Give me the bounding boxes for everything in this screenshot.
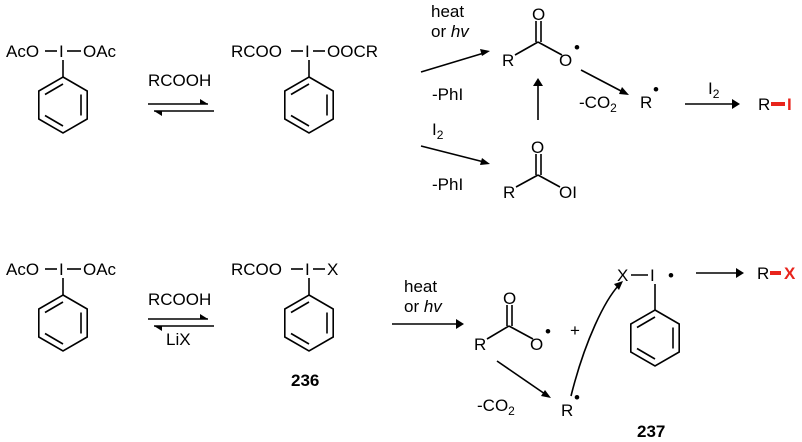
x-label: X [617, 266, 628, 285]
product-x-label: X [784, 264, 796, 283]
phenyl-ring [283, 294, 335, 352]
top-heat-arrow: heat or hv -PhI [420, 2, 490, 104]
r-group-label: R [502, 51, 514, 70]
carboxylate-left-label: RCOO [231, 42, 282, 61]
product-iodine-label: I [787, 95, 792, 114]
radical-dot: • [574, 388, 580, 407]
phenyl-ring [37, 294, 88, 352]
bottom-heat-arrow: heat or hv [392, 277, 464, 329]
top-start-compound: AcO I OAc [6, 42, 117, 134]
heat-label: heat [431, 2, 464, 21]
radical-dot: • [668, 266, 674, 285]
r-group-label: R [503, 183, 515, 202]
radical-dot: • [653, 80, 659, 99]
compound-number-237: 237 [637, 422, 665, 441]
acetoxy-left-label: AcO [6, 260, 39, 279]
radical-oxygen-label: O [559, 51, 572, 70]
bottom-iodanyl-radical-237: X I • 237 [617, 266, 681, 441]
product-r-label: R [758, 95, 770, 114]
iodine-center-label: I [59, 42, 64, 61]
iodine-center-label: I [650, 266, 655, 285]
r-group-label: R [640, 93, 652, 112]
carbonyl-oxygen-label: O [531, 138, 544, 157]
phi-byproduct-label: -PhI [432, 175, 463, 194]
plus-sign: + [570, 321, 580, 340]
decarboxylation-label: -CO2 [579, 93, 617, 115]
top-hypoiodite-arrow: I2 -PhI [420, 120, 490, 194]
carbonyl-oxygen-label: O [503, 289, 516, 308]
carbonyl-oxygen-label: O [532, 5, 545, 24]
r-group-label: R [474, 335, 486, 354]
bottom-intermediate-236: RCOO I X 236 [231, 260, 338, 390]
product-r-label: R [757, 264, 769, 283]
phenyl-ring [283, 76, 335, 134]
phenyl-ring [629, 309, 681, 367]
bottom-curved-arrow [570, 281, 623, 397]
bottom-decarboxylation-arrow: -CO2 [477, 360, 551, 418]
top-product: R I [758, 95, 792, 114]
top-decarboxylation-arrow: -CO2 [579, 69, 629, 115]
iodine-reagent-label: I2 [708, 79, 720, 101]
bottom-alkyl-radical: R • [561, 388, 580, 420]
equilibrium-reagent-bottom-label: LiX [166, 330, 191, 349]
iodine-center-label: I [305, 260, 310, 279]
radical-dot: • [545, 322, 551, 341]
carboxylate-left-label: RCOO [231, 260, 282, 279]
bottom-start-compound: AcO I OAc [6, 260, 117, 352]
equilibrium-reagent-label: RCOOH [148, 71, 211, 90]
bottom-product-arrow [696, 268, 744, 278]
top-iodination-arrow: I2 [685, 79, 740, 109]
phi-byproduct-label: -PhI [432, 85, 463, 104]
top-alkyl-radical: R • [640, 80, 659, 112]
x-label: X [327, 260, 338, 279]
bottom-product: R X [757, 264, 796, 283]
acetoxy-right-label: OAc [83, 260, 117, 279]
acetoxy-right-label: OAc [83, 42, 117, 61]
iodine-condition-label: I2 [432, 120, 444, 142]
compound-number-236: 236 [291, 371, 319, 390]
top-intermediate-compound: RCOO I OOCR [231, 42, 378, 134]
heat-label: heat [404, 277, 437, 296]
r-group-label: R [561, 401, 573, 420]
oi-label: OI [559, 183, 577, 202]
radical-dot: • [574, 38, 580, 57]
top-acyl-hypoiodite: R O OI [503, 138, 577, 202]
or-hv-label: or hv [431, 22, 470, 41]
top-acyloxy-radical: R O O • [502, 5, 580, 70]
iodine-center-label: I [305, 42, 310, 61]
equilibrium-reagent-top-label: RCOOH [148, 290, 211, 309]
decarboxylation-label: -CO2 [477, 396, 515, 418]
phenyl-ring [37, 76, 88, 134]
or-hv-label: or hv [404, 297, 443, 316]
carboxylate-right-label: OOCR [327, 42, 378, 61]
top-homolysis-arrow [533, 78, 543, 120]
bottom-equilibrium-arrow: RCOOH LiX [148, 290, 214, 349]
bottom-acyloxy-radical: R O O • [474, 289, 551, 354]
top-equilibrium-arrow: RCOOH [148, 71, 214, 116]
iodine-center-label: I [59, 260, 64, 279]
acetoxy-left-label: AcO [6, 42, 39, 61]
radical-oxygen-label: O [530, 335, 543, 354]
